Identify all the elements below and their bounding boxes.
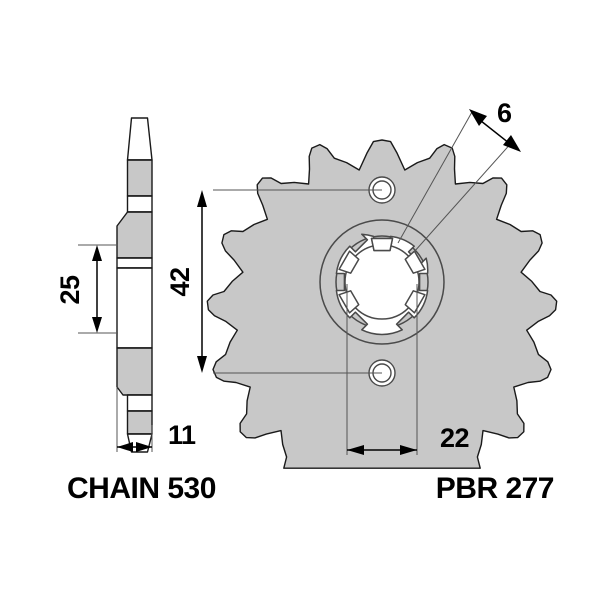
dim25-label: 25 (55, 275, 85, 305)
spline-teeth-group (338, 237, 426, 314)
dim25-arrow-top (92, 245, 102, 261)
dim42-arrow-top (197, 190, 207, 207)
side-band-upper-white (126, 195, 153, 213)
side-hub-body (116, 257, 153, 269)
part-caption: PBR 277 (436, 472, 554, 505)
side-band-lower-1 (126, 410, 153, 435)
dim11-arrow-left (117, 442, 133, 452)
side-tooth-tip-top (126, 117, 153, 161)
chain-caption: CHAIN 530 (67, 472, 216, 505)
spline-tooth-2 (370, 237, 394, 252)
hub-outer-ring (319, 219, 445, 345)
dim22-arrow-left (347, 445, 364, 455)
side-band-upper-1 (126, 159, 153, 197)
dim6-leader-left (397, 111, 473, 244)
dimension-22-group: 22 (346, 284, 470, 455)
dim6-arrow-start (469, 109, 487, 126)
dimension-42-group: 42 (165, 189, 382, 374)
dim11-arrow-right (136, 442, 152, 452)
front-face-view (206, 139, 558, 469)
dim11-label: 11 (168, 420, 196, 450)
dim22-label: 22 (440, 423, 469, 453)
dim6-label: 6 (497, 98, 512, 128)
dim25-arrow-bottom (92, 317, 102, 333)
side-flange-upper (116, 211, 153, 259)
side-flange-lower (116, 347, 153, 396)
dim42-arrow-bottom (197, 356, 207, 373)
side-hub-core (116, 267, 153, 349)
dim22-arrow-right (400, 445, 417, 455)
dim6-arrow-end (503, 135, 521, 152)
spline-tooth-5 (338, 290, 360, 314)
spline-tooth-6 (338, 250, 360, 274)
dimension-6-group: 6 (397, 98, 521, 253)
dimension-25-group: 25 (55, 244, 118, 334)
side-band-lower-white (126, 394, 153, 412)
dim42-label: 42 (165, 267, 195, 296)
dimension-11-group: 11 (116, 387, 197, 452)
dim6-leader-right (413, 140, 514, 253)
spline-tooth-3 (404, 250, 426, 274)
side-section-view (116, 117, 153, 453)
